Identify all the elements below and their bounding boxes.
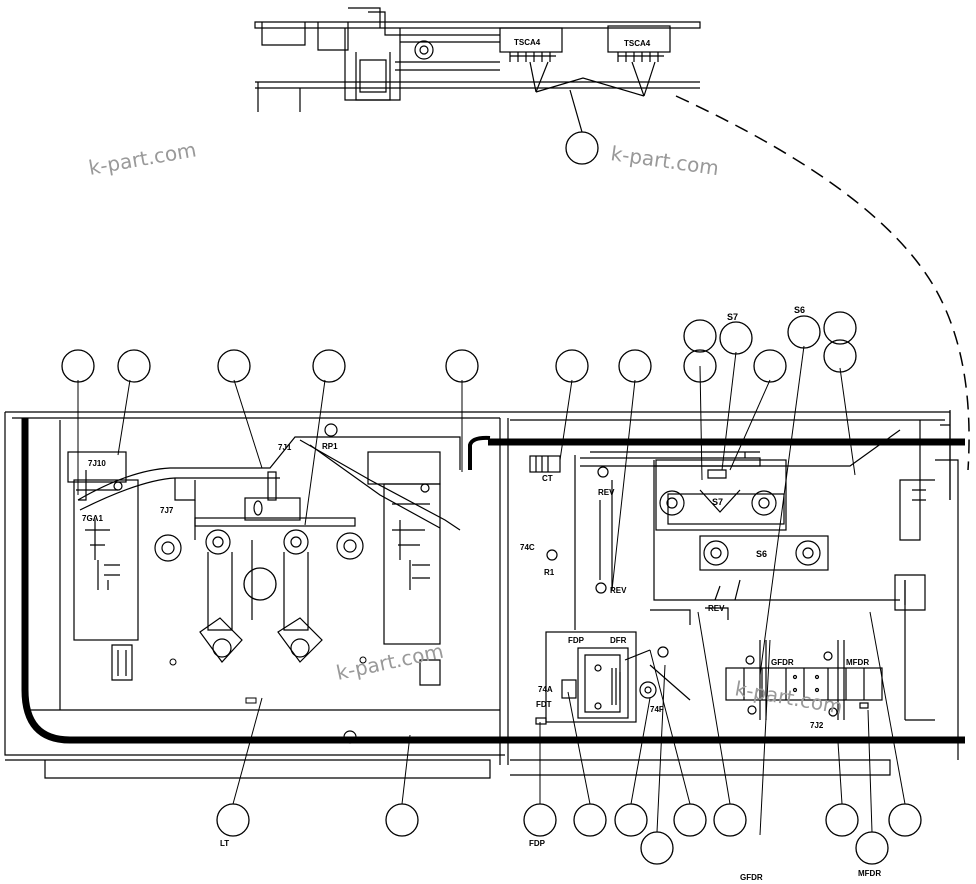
- leader-lines: [77, 345, 906, 836]
- callout-circle: [787, 315, 821, 349]
- top-inset-part-label: TSCA4: [624, 39, 651, 48]
- callout-circle: [555, 349, 589, 383]
- callout-circle: [719, 321, 753, 355]
- top-inset: [254, 7, 701, 133]
- label-ct: CT: [542, 474, 553, 483]
- mount-hole: [343, 730, 357, 744]
- callout-circle: [312, 349, 346, 383]
- contactor-assembly: [154, 471, 364, 663]
- top-inset-part-label: TSCA4: [514, 38, 541, 47]
- terminal-blocks: [725, 640, 883, 720]
- callout-circle: [614, 803, 648, 837]
- main-cable-harness: [21, 418, 965, 744]
- label-74c: 74C: [520, 543, 535, 552]
- callout-circle: [713, 803, 747, 837]
- callout-circle: [825, 803, 859, 837]
- fdp-dfr-block: [535, 631, 691, 725]
- relay-right-left-half: [367, 451, 441, 686]
- callout-circle: [117, 349, 151, 383]
- callout-circle: [523, 803, 557, 837]
- callout-circle: [753, 349, 787, 383]
- callout-circle: [683, 319, 717, 353]
- callout-circle: [673, 803, 707, 837]
- label-rev: REV: [598, 488, 615, 497]
- label-fdp-box: FDP: [568, 636, 585, 645]
- label-mfdr: MFDR: [858, 869, 881, 878]
- label-7ga1: 7GA1: [82, 514, 103, 523]
- label-gfdr: GFDR: [740, 873, 763, 882]
- callouts: [61, 131, 922, 865]
- mount-hole: [359, 656, 367, 664]
- callout-circle: [217, 349, 251, 383]
- inner-cable: [468, 435, 491, 470]
- callout-circle: [683, 349, 717, 383]
- callout-circle: [445, 349, 479, 383]
- label-s7: S7: [712, 497, 723, 507]
- mount-hole: [169, 658, 177, 666]
- label-rev: REV: [610, 586, 627, 595]
- callout-circle: [216, 803, 250, 837]
- callout-circle: [385, 803, 419, 837]
- label-fdt: FDT: [536, 700, 552, 709]
- dashed-leader-line: [675, 95, 970, 471]
- label-dfr: DFR: [610, 636, 627, 645]
- label-s6-top: S6: [794, 305, 805, 315]
- callout-circle: [640, 831, 674, 865]
- label-mfdr-box: MFDR: [846, 658, 869, 667]
- label-rev: REV: [708, 604, 725, 613]
- label-fdp: FDP: [529, 839, 546, 848]
- label-lt: LT: [220, 839, 229, 848]
- wire-bundle: [77, 436, 461, 540]
- mount-hole: [324, 423, 338, 437]
- label-s6: S6: [756, 549, 767, 559]
- label-7j1: 7J1: [278, 443, 292, 452]
- callout-circle: [243, 567, 277, 601]
- callout-circle: [573, 803, 607, 837]
- label-gfdr-box: GFDR: [771, 658, 794, 667]
- label-rp1: RP1: [322, 442, 338, 451]
- relay-7j10: [67, 451, 139, 681]
- label-s7-top: S7: [727, 312, 738, 322]
- callout-circle: [823, 339, 857, 373]
- callout-circle: [565, 131, 599, 165]
- watermark: k-part.com: [334, 639, 446, 685]
- callout-circle: [618, 349, 652, 383]
- label-7j2: 7J2: [810, 721, 824, 730]
- label-7j7: 7J7: [160, 506, 174, 515]
- label-74a: 74A: [538, 685, 553, 694]
- watermark: k-part.com: [609, 141, 720, 180]
- label-r1: R1: [544, 568, 555, 577]
- label-74f: 74F: [650, 705, 664, 714]
- callout-circle: [855, 831, 889, 865]
- callout-circle: [823, 311, 857, 345]
- callout-circle: [888, 803, 922, 837]
- watermark: k-part.com: [87, 137, 198, 180]
- label-7j10: 7J10: [88, 459, 106, 468]
- callout-circle: [61, 349, 95, 383]
- right-section: [529, 429, 926, 630]
- lt-lamp: [245, 697, 257, 704]
